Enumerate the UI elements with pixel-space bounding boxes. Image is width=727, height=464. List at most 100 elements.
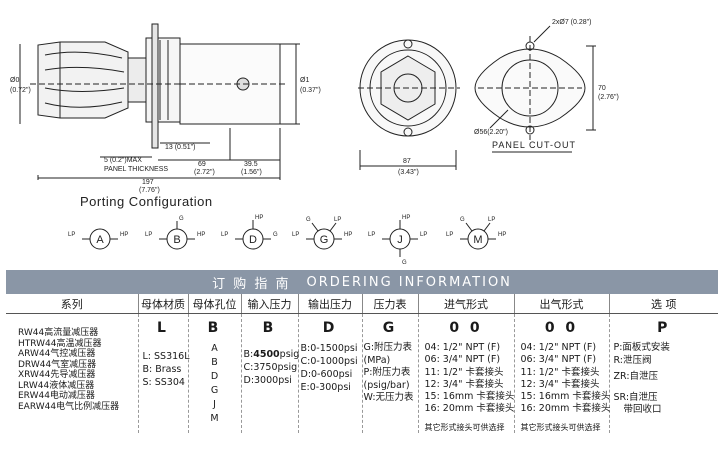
series-item: ERW44电动减压器 — [18, 391, 95, 401]
port-b-g: G — [179, 216, 184, 222]
port-letter-a: A — [96, 234, 104, 246]
dim-39-5-in: (1.56") — [241, 169, 262, 176]
ports-cell: B A B D G J M — [188, 313, 242, 433]
dim-panel-thickness-label: PANEL THICKNESS — [104, 166, 168, 173]
material-option: B: Brass — [142, 364, 182, 375]
gauge-option: (psig/bar) — [363, 379, 410, 391]
dim-hole: 2xØ7 (0.28") — [552, 19, 591, 26]
series-item: ARW44气控减压器 — [18, 349, 96, 359]
port-g-lp2: LP — [334, 217, 341, 223]
material-option: L: SS316L — [142, 351, 190, 362]
ports-option: G — [210, 385, 219, 396]
header-gauge: 压力表 — [362, 294, 419, 314]
port-b-hp: HP — [197, 232, 205, 238]
gauge-code: G — [382, 320, 398, 336]
outlet-pressure-cell: D B:0-1500psi C:0-1000psi D:0-600psi E:0… — [298, 313, 363, 433]
port-letter-b: B — [173, 234, 180, 246]
porting-configuration-title: Porting Configuration — [80, 194, 213, 209]
ordering-information-banner: 订 购 指 南 ORDERING INFORMATION — [6, 270, 718, 294]
outlet-pressure-option: C:0-1000psi — [300, 356, 358, 367]
outlet-option: 16: 20mm 卡套接头 — [520, 403, 611, 415]
regulator-nut — [145, 37, 181, 123]
port-letter-d: D — [249, 234, 257, 246]
header-series: 系列 — [6, 294, 139, 314]
outlet-option: 11: 1/2" 卡套接头 — [520, 366, 600, 378]
port-a-lp: LP — [68, 232, 75, 238]
header-options: 选 项 — [609, 294, 718, 314]
outlet-pressure-option: D:0-600psi — [300, 369, 353, 380]
material-code: L — [157, 320, 169, 336]
outlet-option: 15: 16mm 卡套接头 — [520, 391, 611, 403]
port-j-hp: HP — [402, 215, 410, 221]
option-item: R:泄压阀 — [613, 354, 652, 366]
dim-197: 197 — [142, 179, 154, 186]
port-d-hp: HP — [255, 215, 263, 221]
dim-70-in: (2.76") — [598, 94, 619, 101]
ports-option: M — [210, 413, 219, 424]
port-g-lp: LP — [292, 232, 299, 238]
dim-dia-left-in: (0.72") — [10, 87, 31, 94]
header-outlet: 出气形式 — [514, 294, 610, 314]
inlet-code: 0 0 — [449, 320, 483, 336]
port-d-lp: LP — [221, 232, 228, 238]
gauge-option: P:附压力表 — [363, 367, 411, 378]
port-g-hp: HP — [344, 232, 352, 238]
header-inlet: 进气形式 — [418, 294, 515, 314]
outlet-code: 0 0 — [544, 320, 579, 336]
dim-13: 13 (0.51") — [165, 144, 196, 151]
dim-87-in: (3.43") — [398, 169, 419, 176]
option-item: 带回收口 — [623, 404, 662, 415]
inlet-pressure-option: D:3000psi — [243, 375, 292, 386]
series-item: RW44高流量减压器 — [18, 328, 99, 338]
options-code: P — [657, 320, 671, 336]
ports-option: B — [211, 357, 218, 368]
gauge-option: G:附压力表 — [363, 342, 413, 353]
port-m-hp: HP — [498, 232, 506, 238]
inlet-option: 16: 20mm 卡套接头 — [424, 403, 515, 415]
inlet-pressure-option: B:4500psig — [242, 348, 300, 361]
outlet-pressure-option: B:0-1500psi — [300, 343, 358, 354]
series-cell: RW44高流量减压器 HTRW44高温减压器 ARW44气控减压器 DRW44气… — [6, 313, 139, 433]
port-j-g: G — [402, 260, 407, 266]
port-config-g: G LP HP G LP — [292, 217, 352, 250]
port-letter-m: M — [473, 234, 482, 246]
ports-option: D — [210, 371, 219, 382]
port-config-b: B LP HP G — [145, 216, 205, 250]
port-letter-g: G — [320, 234, 329, 246]
inlet-option: 06: 3/4" NPT (F) — [424, 354, 501, 366]
option-item: ZR:自泄压 — [613, 371, 659, 382]
header-ports: 母体孔位 — [188, 294, 242, 314]
series-item: EARW44电气比例减压器 — [18, 401, 120, 412]
inlet-option: 04: 1/2" NPT (F) — [424, 342, 501, 353]
port-m-lp2: LP — [488, 217, 495, 223]
port-letter-j: J — [397, 234, 403, 246]
port-j-lp2: LP — [420, 232, 427, 238]
header-material: 母体材质 — [138, 294, 189, 314]
dim-197-in: (7.76") — [139, 187, 160, 194]
ordering-table-body: RW44高流量减压器 HTRW44高温减压器 ARW44气控减压器 DRW44气… — [6, 313, 719, 433]
ports-code: B — [207, 320, 222, 336]
series-item: HTRW44高温减压器 — [18, 338, 102, 349]
banner-cn: 订 购 指 南 — [212, 276, 291, 292]
material-option: S: SS304 — [142, 377, 185, 388]
ports-option: J — [213, 399, 216, 410]
port-config-m: M LP HP G LP — [446, 217, 506, 250]
gauge-cell: G G:附压力表 (MPa) P:附压力表 (psig/bar) W:无压力表 — [362, 313, 419, 433]
series-item: LRW44液体减压器 — [18, 380, 95, 391]
port-config-a: A LP HP — [68, 228, 128, 250]
port-a-hp: HP — [120, 232, 128, 238]
inlet-option: 15: 16mm 卡套接头 — [424, 391, 515, 403]
panel-cutout-outline — [474, 48, 586, 128]
inlet-pressure-prefix: B: — [243, 349, 254, 360]
series-item: XRW44先导减压器 — [18, 370, 96, 380]
port-config-j: J LP LP HP G — [368, 215, 427, 266]
gauge-option: (MPa) — [363, 354, 391, 366]
inlet-pressure-code: B — [262, 320, 277, 336]
outlet-pressure-code: D — [322, 320, 338, 336]
panel-cutout-label: PANEL CUT-OUT — [492, 140, 576, 150]
port-d-g: G — [273, 232, 278, 238]
dim-69: 69 — [198, 161, 206, 168]
outlet-note: 其它形式接头可供选择 — [520, 422, 601, 432]
option-item — [610, 384, 719, 392]
panel-plate — [151, 23, 159, 149]
